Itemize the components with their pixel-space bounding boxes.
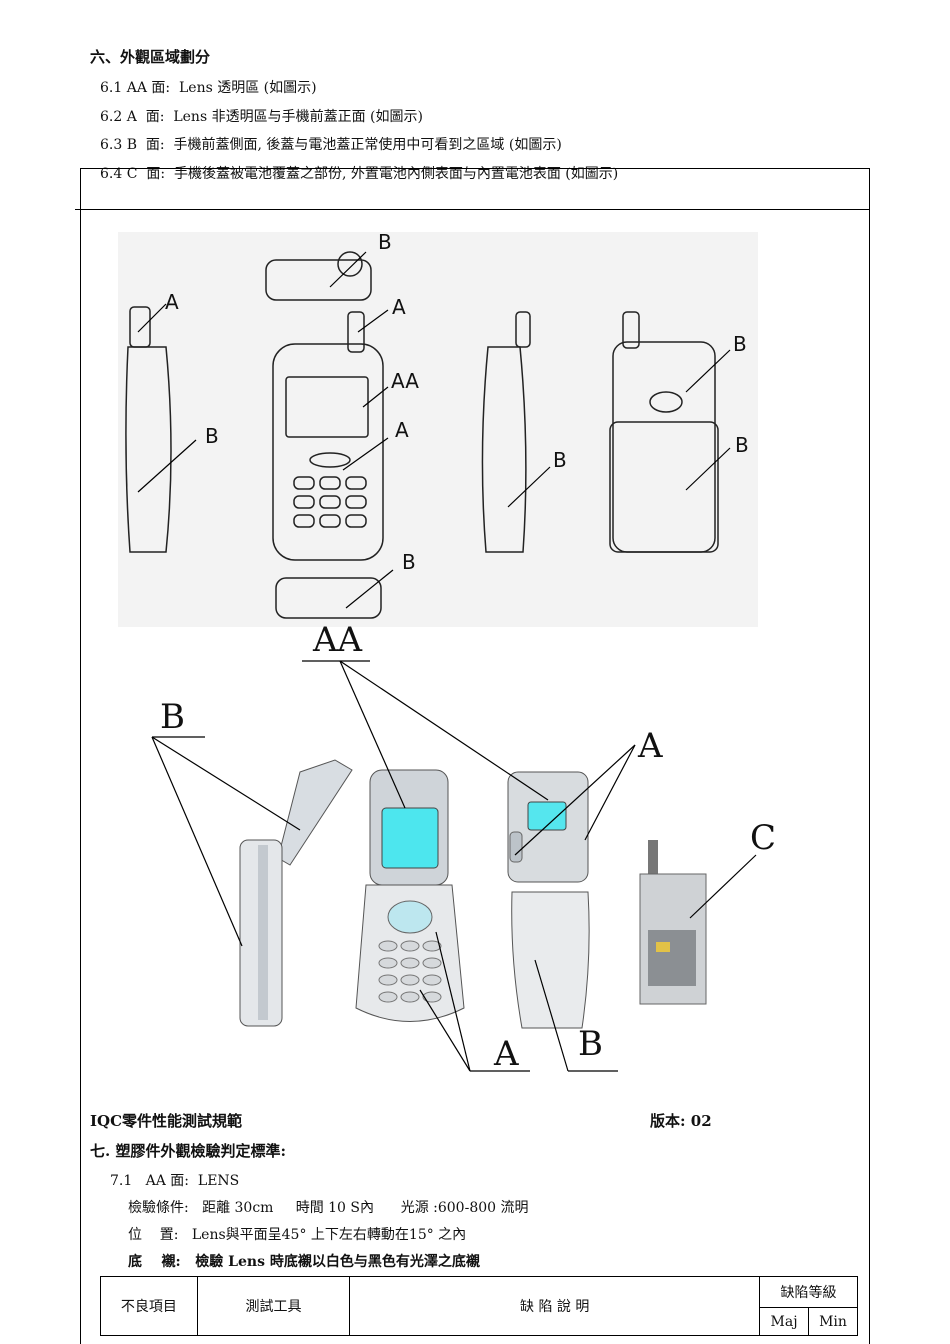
figure-label: B — [160, 697, 185, 737]
version-label: 版本: 02 — [650, 1112, 712, 1130]
section7-title: 七. 塑膠件外觀檢驗判定標準: — [90, 1142, 286, 1160]
section6-title: 六、外觀區域劃分 — [90, 48, 211, 66]
section6-item: 6.4 C 面: 手機後蓋被電池覆蓋之部份, 外置電池內側表面与內置電池表面 (… — [100, 166, 619, 182]
figure-label: B — [205, 424, 219, 448]
figure-label: AA — [313, 620, 363, 660]
inspection-conditions: 檢驗條件: 距離 30cm 時間 10 S內 光源 :600-800 流明 — [128, 1200, 529, 1216]
figure-label: A — [165, 290, 179, 314]
figure-label: A — [395, 418, 409, 442]
defect-table: 不良項目 測試工具 缺 陷 說 明 缺陷等級 Maj Min — [100, 1276, 858, 1336]
figure-label: AA — [391, 369, 419, 393]
inspection-position: 位 置: Lens與平面呈45° 上下左右轉動在15° 之內 — [128, 1227, 467, 1243]
flip-phone-figure — [151, 660, 757, 1072]
frame-header-line — [75, 209, 870, 210]
section6-item: 6.1 AA 面: Lens 透明區 (如圖示) — [100, 80, 317, 96]
col-defect-item: 不良項目 — [100, 1276, 198, 1336]
figure-label: C — [750, 818, 777, 858]
inspection-background: 底 襯: 檢驗 Lens 時底襯以白色与黑色有光澤之底襯 — [128, 1254, 480, 1270]
frame-left-line — [80, 168, 81, 1344]
frame-right-line — [869, 168, 870, 1344]
col-test-tool: 測試工具 — [196, 1276, 351, 1336]
figure-label: B — [578, 1024, 603, 1064]
col-maj: Maj — [759, 1307, 810, 1336]
col-min: Min — [808, 1307, 858, 1336]
figure-label: B — [402, 550, 416, 574]
figure-label: B — [735, 433, 749, 457]
section6-item: 6.2 A 面: Lens 非透明區与手機前蓋正面 (如圖示) — [100, 109, 423, 125]
figure-label: B — [553, 448, 567, 472]
doc-title: IQC零件性能測試規範 — [90, 1112, 243, 1130]
figure-label: A — [494, 1034, 519, 1074]
figure-label: A — [638, 726, 663, 766]
frame-top-line — [80, 168, 870, 169]
col-defect-grade: 缺陷等級 — [759, 1276, 858, 1308]
section7-sub: 7.1 AA 面: LENS — [110, 1173, 240, 1189]
section6-item: 6.3 B 面: 手機前蓋側面, 後蓋与電池蓋正常使用中可看到之區域 (如圖示) — [100, 137, 562, 153]
figure-label: A — [392, 295, 406, 319]
figure-label: B — [378, 230, 392, 254]
col-defect-description: 缺 陷 說 明 — [349, 1276, 761, 1336]
candybar-phone-figure — [118, 232, 758, 627]
figure-label: B — [733, 332, 747, 356]
